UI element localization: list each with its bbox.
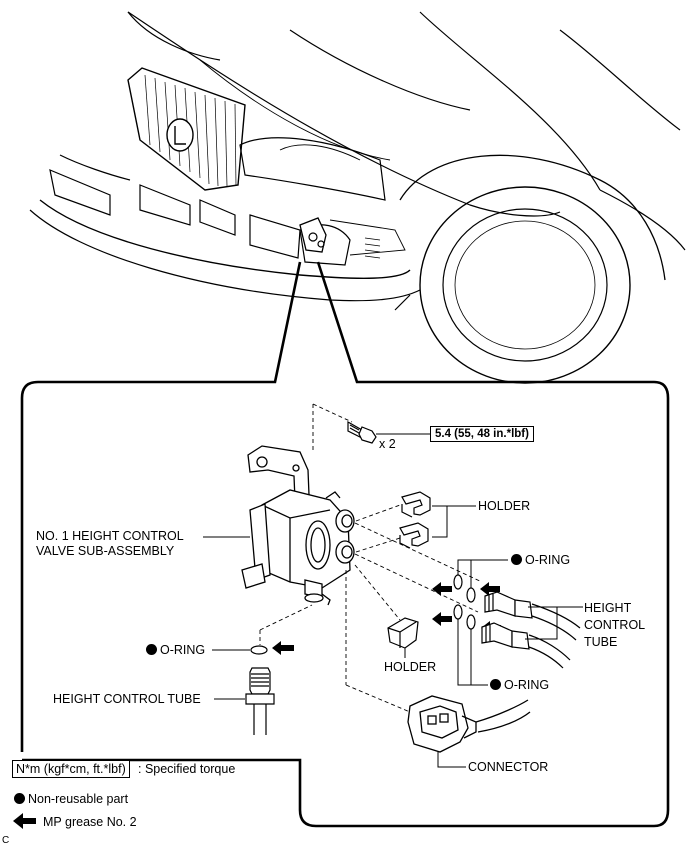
holder-label-upper: HOLDER <box>478 499 531 513</box>
non-reusable-dot-icon <box>490 679 501 690</box>
holder-clip-lower <box>387 617 419 649</box>
holder-clips-upper <box>399 491 431 549</box>
connector-part <box>407 695 531 753</box>
connector-label: CONNECTOR <box>468 760 549 774</box>
valve-label-line1: NO. 1 HEIGHT CONTROL <box>36 529 184 543</box>
vehicle-front-illustration <box>29 11 686 384</box>
o-ring-label-lower: O-RING <box>490 678 549 692</box>
height-control-valve <box>241 445 355 606</box>
connector-leader <box>437 752 466 768</box>
valve-label-line2: VALVE SUB-ASSEMBLY <box>36 544 175 558</box>
non-reusable-dot-icon <box>146 644 157 655</box>
legend-non-reusable: Non-reusable part <box>14 792 128 806</box>
torque-value: 5.4 (55, 48 in.*lbf) <box>435 428 529 440</box>
legend-arrow-icon <box>13 813 36 829</box>
tube-label-right-line2: CONTROL <box>584 618 646 632</box>
figure-code: C <box>2 835 10 846</box>
legend-torque-unit: N*m (kgf*cm, ft.*lbf) <box>12 760 130 778</box>
o-ring-label-upper: O-RING <box>511 553 570 567</box>
o-ring-label-left: O-RING <box>146 643 205 657</box>
bolt <box>347 420 377 444</box>
tube-leader-right <box>525 606 583 640</box>
height-control-tube-right <box>481 591 581 669</box>
o-ring-left <box>250 645 268 655</box>
height-control-tube-left <box>245 667 275 735</box>
callout-frame <box>20 261 670 828</box>
legend-torque-desc: : Specified torque <box>138 762 236 776</box>
holder-label-lower: HOLDER <box>384 660 437 674</box>
non-reusable-dot-icon <box>511 554 522 565</box>
legend-grease: MP grease No. 2 <box>43 815 137 829</box>
holder-leader-upper <box>432 505 476 538</box>
non-reusable-dot-icon <box>14 793 25 804</box>
grease-arrows <box>272 582 501 655</box>
tube-label-left: HEIGHT CONTROL TUBE <box>53 692 201 706</box>
tube-label-right-line3: TUBE <box>584 635 618 649</box>
guide-lines <box>259 403 483 713</box>
bolt-quantity: x 2 <box>379 437 396 451</box>
tube-label-right-line1: HEIGHT <box>584 601 632 615</box>
torque-spec-box: 5.4 (55, 48 in.*lbf) <box>430 426 534 442</box>
